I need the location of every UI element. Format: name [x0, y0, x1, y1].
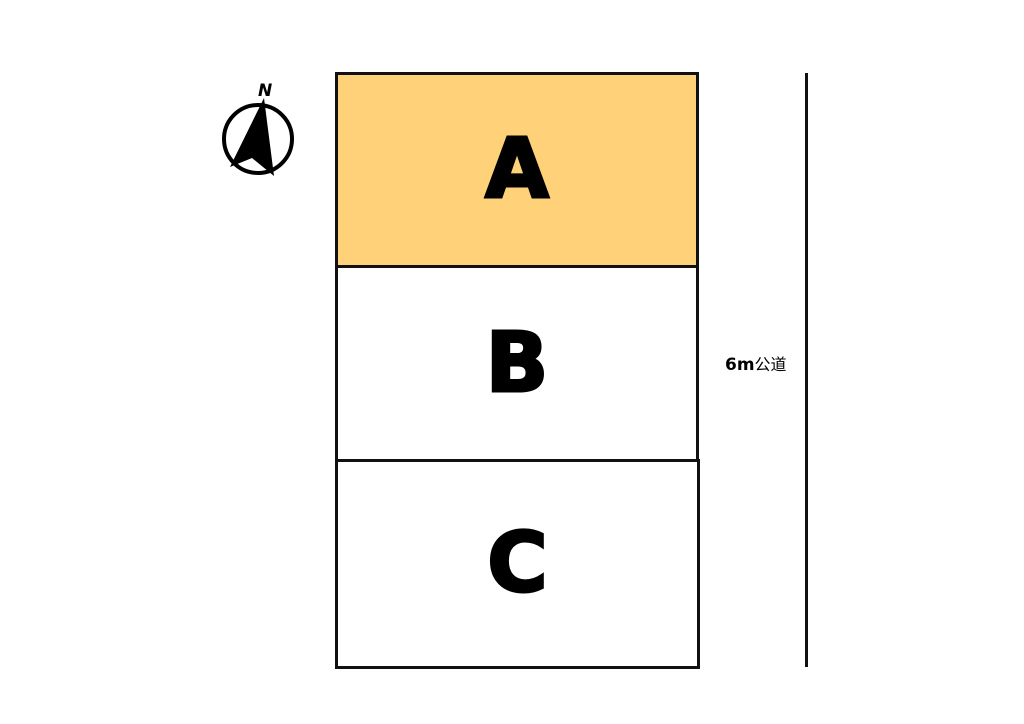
north-label: N — [258, 81, 272, 101]
lot-a-label: A — [484, 122, 550, 217]
road-width: 6m — [725, 355, 755, 375]
road-type: 公道 — [754, 355, 787, 374]
road-label: 6m公道 — [725, 351, 787, 375]
lot-b-label: B — [484, 316, 549, 411]
road-line — [805, 73, 808, 667]
lot-c-label: C — [486, 516, 549, 611]
lot-a: A — [335, 72, 699, 268]
lot-c: C — [335, 459, 700, 669]
lot-b: B — [335, 265, 699, 463]
north-arrow-icon: N — [222, 81, 294, 176]
